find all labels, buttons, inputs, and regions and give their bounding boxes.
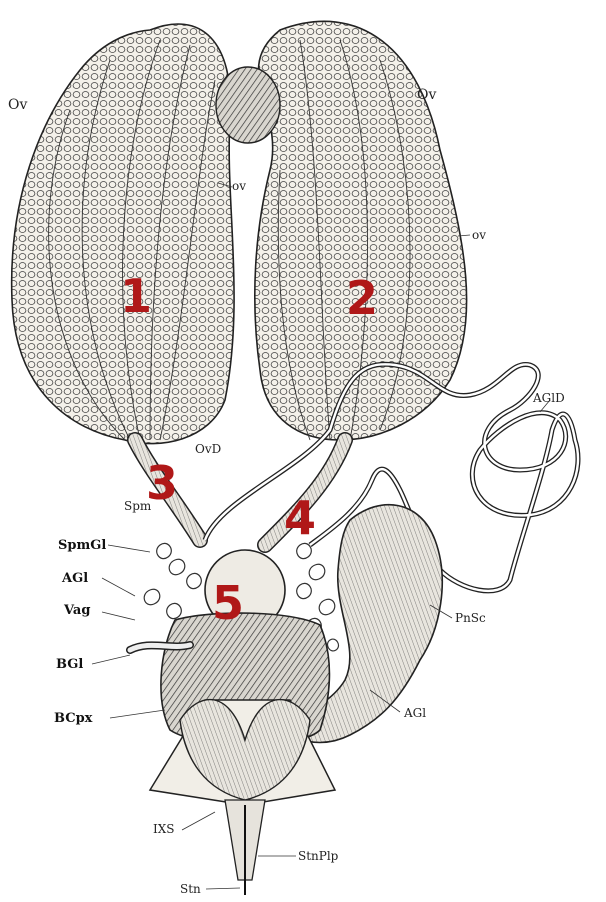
label-ixs: IXS xyxy=(153,823,175,835)
label-agld: AGlD xyxy=(533,392,565,404)
marker-1: 1 xyxy=(120,273,152,319)
label-stn: Stn xyxy=(180,883,201,895)
marker-5: 5 xyxy=(212,580,244,626)
label-ov-small-left: ov xyxy=(232,180,246,192)
label-vag: Vag xyxy=(64,604,90,617)
marker-2: 2 xyxy=(346,275,378,321)
label-pnsc: PnSc xyxy=(455,612,486,624)
label-ov-small-right: ov xyxy=(472,229,486,241)
label-bcpx: BCpx xyxy=(54,712,92,725)
label-ov-right: Ov xyxy=(417,88,436,102)
label-ovd: OvD xyxy=(195,443,221,455)
label-spmgl: SpmGl xyxy=(58,539,106,552)
label-agl-left: AGl xyxy=(62,572,88,585)
left-ovary xyxy=(12,24,234,444)
label-agl-right: AGl xyxy=(404,707,426,719)
marker-3: 3 xyxy=(146,460,178,506)
label-stnplp: StnPlp xyxy=(298,850,338,862)
label-ov-left: Ov xyxy=(8,98,27,112)
label-bgl: BGl xyxy=(56,658,83,671)
marker-4: 4 xyxy=(284,495,316,541)
